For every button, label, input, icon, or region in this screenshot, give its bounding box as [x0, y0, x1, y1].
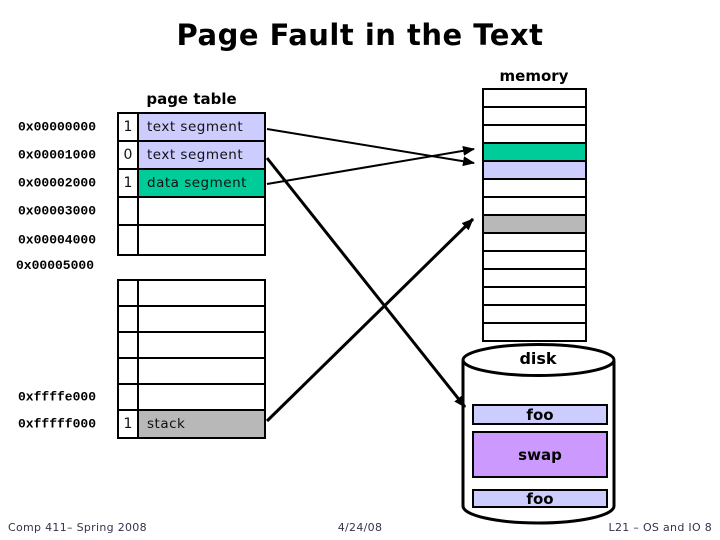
memory-row: [484, 90, 585, 106]
valid-bit: 0: [119, 142, 139, 168]
page-table-entry: [139, 385, 264, 409]
address-label: 0x00001000: [18, 147, 97, 163]
memory-column: [482, 88, 587, 342]
memory-row: [484, 286, 585, 304]
page-table-row: [119, 333, 264, 359]
page-table-row: [119, 307, 264, 333]
valid-bit: [119, 359, 139, 383]
address-label: 0x00003000: [18, 203, 97, 219]
memory-row: [484, 124, 585, 142]
address-label-gap: 0x00005000: [16, 258, 95, 273]
page-table-row: [119, 281, 264, 307]
valid-bit: [119, 333, 139, 357]
memory-row: [484, 160, 585, 178]
arrow-data-to-memory: [266, 145, 475, 185]
memory-row: [484, 268, 585, 286]
page-table-row: [119, 359, 264, 385]
memory-row: [484, 214, 585, 232]
page-table-entry: [139, 226, 264, 254]
page-table-row: 0x00004000: [18, 226, 264, 254]
address-label: 0x00000000: [18, 119, 97, 135]
memory-row: [484, 142, 585, 160]
address-label: 0xfffff000: [18, 416, 97, 432]
valid-bit: [119, 307, 139, 331]
footer-date: 4/24/08: [337, 521, 383, 534]
disk-region-swap: swap: [472, 431, 608, 478]
memory-row: [484, 196, 585, 214]
valid-bit: 1: [119, 411, 139, 437]
page-table-row: 0x00003000: [18, 198, 264, 226]
page-table-row: 0xffffe000: [18, 385, 264, 411]
valid-bit: 1: [119, 114, 139, 140]
address-label: 0xffffe000: [18, 389, 97, 405]
address-label: 0x00004000: [18, 232, 97, 248]
valid-bit: [119, 198, 139, 224]
address-label: 0x00002000: [18, 175, 97, 191]
page-title: Page Fault in the Text: [176, 18, 544, 52]
memory-label: memory: [499, 67, 569, 85]
page-table-entry: [139, 307, 264, 331]
page-table-entry: [139, 359, 264, 383]
footer-course: Comp 411– Spring 2008: [8, 521, 147, 534]
disk-region-foo: foo: [472, 489, 608, 508]
valid-bit: [119, 281, 139, 305]
page-table-entry: [139, 198, 264, 224]
page-table-entry: [139, 281, 264, 305]
disk-region-foo: foo: [472, 404, 608, 425]
memory-row: [484, 304, 585, 322]
disk-label: disk: [519, 349, 557, 368]
page-table-label: page table: [146, 90, 237, 108]
page-table-entry: text segment: [139, 114, 264, 140]
valid-bit: 1: [119, 170, 139, 196]
page-table-entry: stack: [139, 411, 264, 437]
arrow-text0-to-memory: [266, 128, 475, 167]
arrow-stack-to-memory: [265, 217, 475, 423]
memory-row: [484, 232, 585, 250]
valid-bit: [119, 226, 139, 254]
memory-row: [484, 250, 585, 268]
memory-row: [484, 178, 585, 196]
footer-slide-id: L21 – OS and IO 8: [608, 521, 712, 534]
valid-bit: [119, 385, 139, 409]
arrow-text1-to-disk-foo: [265, 157, 467, 408]
page-table-entry: text segment: [139, 142, 264, 168]
memory-row: [484, 106, 585, 124]
page-table-entry: data segment: [139, 170, 264, 196]
page-table-entry: [139, 333, 264, 357]
memory-row: [484, 322, 585, 340]
